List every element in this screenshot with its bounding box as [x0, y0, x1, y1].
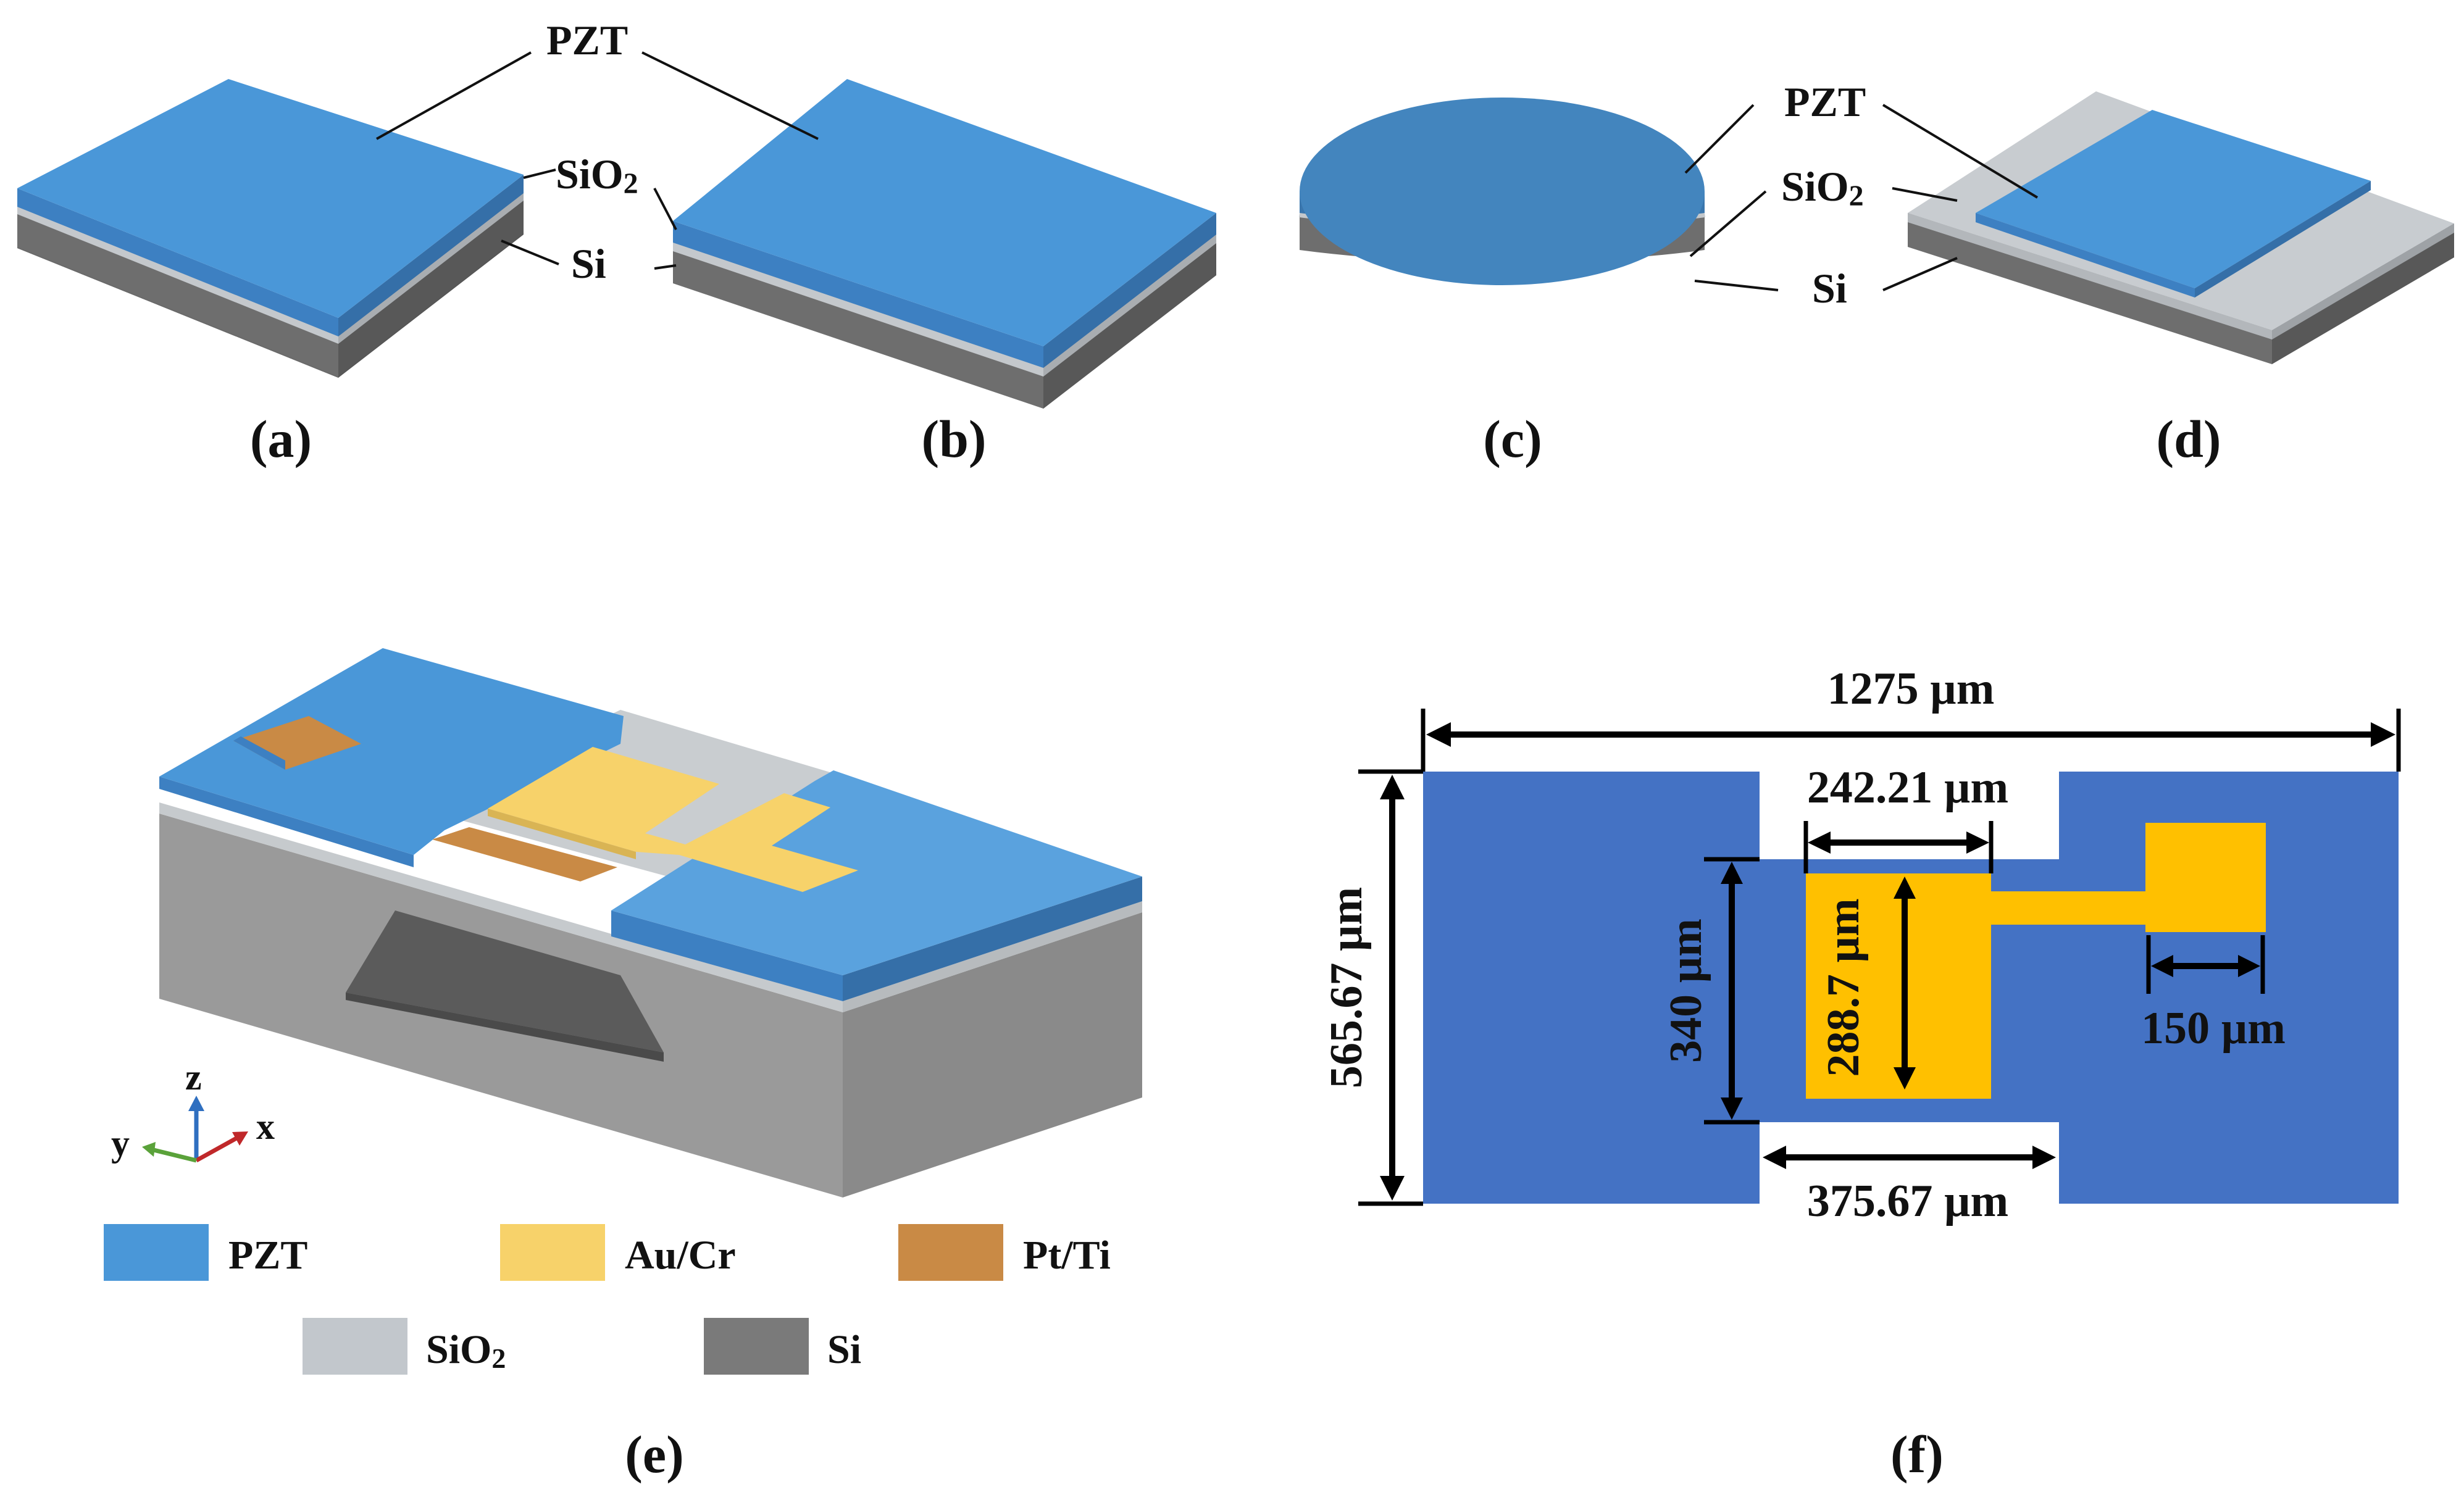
caption-d: (d) — [2156, 409, 2221, 469]
panel-e-ptti-strip — [432, 827, 617, 881]
label-sio2-cd: SiO2 — [1781, 163, 1864, 212]
panel-a-block — [17, 79, 524, 378]
label-sio2-ab: SiO2 — [556, 151, 638, 200]
dim-label-total-width: 1275 µm — [1827, 664, 1995, 714]
dim-electrode-height — [1894, 877, 1916, 1089]
legend-swatch-si — [704, 1318, 809, 1375]
dim-label-pad-width: 150 µm — [2141, 1003, 2286, 1054]
dim-neck-height — [1704, 857, 1760, 1125]
legend-swatch-pzt — [104, 1224, 209, 1281]
legend-label-ptti: Pt/Ti — [1023, 1233, 1111, 1278]
caption-e: (e) — [625, 1425, 683, 1484]
legend-label-si: Si — [827, 1327, 861, 1372]
panel-b-block — [673, 79, 1216, 409]
panel-a-pzt-top — [17, 79, 524, 318]
dim-label-neck-width-bottom: 375.67 µm — [1807, 1176, 2008, 1227]
label-si-ab: Si — [571, 240, 606, 287]
panel-e-pzt-right — [611, 770, 1142, 975]
caption-a: (a) — [250, 409, 312, 469]
panel-e-device — [159, 648, 1142, 1198]
panel-d-block — [1908, 91, 2454, 364]
label-pzt-cd: PZT — [1784, 78, 1866, 125]
legend-swatch-aucr — [500, 1224, 605, 1281]
axis-label-y: y — [111, 1123, 130, 1164]
axis-triad — [142, 1096, 248, 1163]
panel-c-disc — [1299, 98, 1705, 285]
panel-e-cavity — [346, 910, 664, 1052]
caption-f: (f) — [1890, 1425, 1944, 1484]
panel-c-pzt-top — [1300, 98, 1705, 285]
plan-au-electrode — [1806, 823, 2266, 1099]
panel-e-aucr-electrode — [488, 747, 858, 892]
legend-label-sio2: SiO2 — [426, 1327, 506, 1374]
leaders-ab — [376, 51, 819, 270]
dim-total-width — [1421, 709, 2401, 772]
panel-e-sio2-front — [159, 802, 843, 1012]
panel-b-pzt-top — [673, 79, 1216, 346]
legend: PZT Au/Cr Pt/Ti SiO2 Si — [104, 1224, 1111, 1375]
caption-b: (b) — [921, 409, 986, 469]
dim-label-neck-height: 340 µm — [1661, 918, 1711, 1063]
label-si-cd: Si — [1812, 265, 1847, 312]
dim-total-height — [1358, 769, 1423, 1206]
leaders-cd — [1684, 104, 2039, 291]
panel-d-pzt-top — [1976, 110, 2371, 288]
dim-neck-width-top — [1803, 821, 1994, 873]
axis-label-z: z — [185, 1057, 202, 1098]
dim-neck-width-bottom — [1763, 1146, 2056, 1169]
panel-a-sio2 — [17, 206, 338, 344]
label-pzt-ab: PZT — [546, 17, 628, 64]
legend-label-pzt: PZT — [228, 1233, 307, 1278]
dim-label-neck-width-top: 242.21 µm — [1807, 762, 2008, 813]
panel-e-si-right — [843, 912, 1142, 1198]
legend-swatch-ptti — [898, 1224, 1003, 1281]
panel-e-pzt-left — [159, 648, 624, 855]
legend-swatch-sio2 — [303, 1318, 407, 1375]
legend-label-aucr: Au/Cr — [625, 1233, 736, 1278]
dim-label-electrode-height: 288.7 µm — [1818, 898, 1869, 1077]
panel-f-plan — [1423, 772, 2399, 1204]
dim-label-total-height: 565.67 µm — [1321, 887, 1372, 1088]
axis-label-x: x — [256, 1106, 275, 1147]
dim-pad-width — [2146, 935, 2265, 994]
panel-b-sio2 — [673, 241, 1043, 377]
caption-c: (c) — [1483, 409, 1542, 469]
